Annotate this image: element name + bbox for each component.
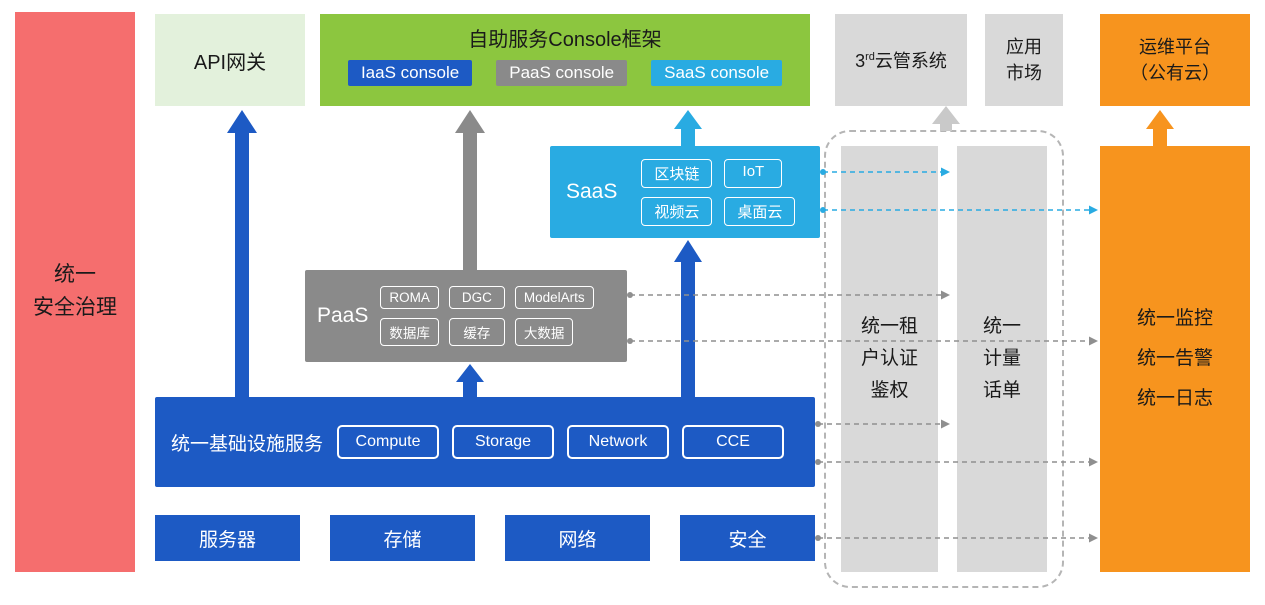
connector-dot <box>627 338 633 344</box>
hardware-security-label: 安全 <box>728 529 767 551</box>
arrow-iaas-to-api-gateway <box>227 110 257 398</box>
app-market-label: 应用 市场 <box>1006 36 1042 83</box>
unified-infrastructure-services-label: 统一基础设施服务 <box>171 433 324 455</box>
saas-layer-label: SaaS <box>566 180 618 203</box>
third-party-prefix: 3 <box>855 51 866 71</box>
arrow-paas-to-console <box>455 110 485 271</box>
unified-metering-bar: 统一 计量 话单 <box>957 146 1047 572</box>
arrow-iaas-to-paas <box>456 364 484 398</box>
api-gateway-box: API网关 <box>155 14 305 106</box>
arrow-shared-to-third-party <box>932 106 960 131</box>
connector-dot <box>815 535 821 541</box>
unified-monitoring-bar: 统一监控 统一告警 统一日志 <box>1100 146 1250 572</box>
paas-item-roma: ROMA <box>380 286 439 309</box>
hardware-server-box: 服务器 <box>155 515 300 561</box>
saas-item-iot: IoT <box>724 158 783 188</box>
saas-items-row-1: 区块链 IoT <box>641 158 795 188</box>
connector-dot <box>815 421 821 427</box>
connector-dot <box>815 459 821 465</box>
hardware-network-box: 网络 <box>505 515 650 561</box>
saas-items-row-2: 视频云 桌面云 <box>641 196 796 226</box>
console-pill-row: IaaS console PaaS console SaaS console <box>347 60 783 86</box>
saas-console-pill: SaaS console <box>651 60 783 86</box>
paas-item-dgc: DGC <box>448 286 505 309</box>
unified-metering-label: 统一 计量 话单 <box>982 315 1021 402</box>
hardware-security-box: 安全 <box>680 515 815 561</box>
ops-platform-public-cloud-box: 运维平台 （公有云） <box>1100 14 1250 106</box>
saas-item-video-cloud: 视频云 <box>641 196 713 226</box>
unified-tenant-auth-label: 统一租 户认证 鉴权 <box>860 315 918 402</box>
iaas-item-network: Network <box>567 425 670 459</box>
iaas-item-storage: Storage <box>452 425 555 459</box>
third-party-suffix: 云管系统 <box>874 51 947 71</box>
paas-layer-label: PaaS <box>317 304 369 327</box>
api-gateway-label: API网关 <box>193 51 267 74</box>
arrow-monitoring-to-ops-platform <box>1146 110 1174 147</box>
iaas-console-pill: IaaS console <box>347 60 473 86</box>
hardware-storage-box: 存储 <box>330 515 475 561</box>
paas-item-bigdata: 大数据 <box>514 318 574 346</box>
iaas-items: Compute Storage Network CCE <box>337 425 785 459</box>
hardware-storage-label: 存储 <box>383 529 422 551</box>
saas-items: 区块链 IoT 视频云 桌面云 <box>641 158 796 226</box>
paas-items-row-2: 数据库 缓存 大数据 <box>380 318 593 346</box>
connector-arrowhead <box>1089 457 1098 467</box>
console-framework-title: 自助服务Console框架 <box>468 29 662 51</box>
third-party-cloud-mgmt-label: 3rd云管系统 <box>855 47 947 73</box>
paas-items: ROMA DGC ModelArts 数据库 缓存 大数据 <box>380 286 594 346</box>
third-party-superscript: rd <box>865 51 875 63</box>
paas-item-cache: 缓存 <box>448 318 505 346</box>
app-market-box: 应用 市场 <box>985 14 1063 106</box>
hardware-server-label: 服务器 <box>198 529 256 551</box>
connector-arrowhead <box>1089 533 1098 543</box>
iaas-item-cce: CCE <box>682 425 785 459</box>
shared-services-dashed-container <box>824 130 1064 588</box>
hardware-network-label: 网络 <box>558 529 597 551</box>
arrow-iaas-to-saas <box>674 240 702 398</box>
unified-tenant-auth-bar: 统一租 户认证 鉴权 <box>841 146 938 572</box>
paas-item-database: 数据库 <box>380 318 439 346</box>
arrow-saas-to-console <box>674 110 702 147</box>
unified-infrastructure-services-box: 统一基础设施服务 Compute Storage Network CCE <box>155 397 815 487</box>
iaas-item-compute: Compute <box>337 425 440 459</box>
connector-arrowhead <box>1089 205 1098 215</box>
ops-platform-label: 运维平台 （公有云） <box>1130 36 1220 83</box>
connector-dot <box>627 292 633 298</box>
saas-item-blockchain: 区块链 <box>641 158 713 188</box>
saas-item-desktop-cloud: 桌面云 <box>724 196 796 226</box>
paas-console-pill: PaaS console <box>496 60 628 86</box>
self-service-console-framework-box: 自助服务Console框架 IaaS console PaaS console … <box>320 14 810 106</box>
unified-security-governance-label: 统一 安全治理 <box>33 263 117 319</box>
paas-item-modelarts: ModelArts <box>514 286 594 309</box>
paas-items-row-1: ROMA DGC ModelArts <box>380 286 594 309</box>
saas-layer-box: SaaS 区块链 IoT 视频云 桌面云 <box>550 146 820 238</box>
paas-layer-box: PaaS ROMA DGC ModelArts 数据库 缓存 大数据 <box>305 270 627 362</box>
third-party-cloud-mgmt-box: 3rd云管系统 <box>835 14 967 106</box>
unified-monitoring-label: 统一监控 统一告警 统一日志 <box>1136 308 1213 409</box>
connector-arrowhead <box>1089 336 1098 346</box>
unified-security-governance-bar: 统一 安全治理 <box>15 12 135 572</box>
